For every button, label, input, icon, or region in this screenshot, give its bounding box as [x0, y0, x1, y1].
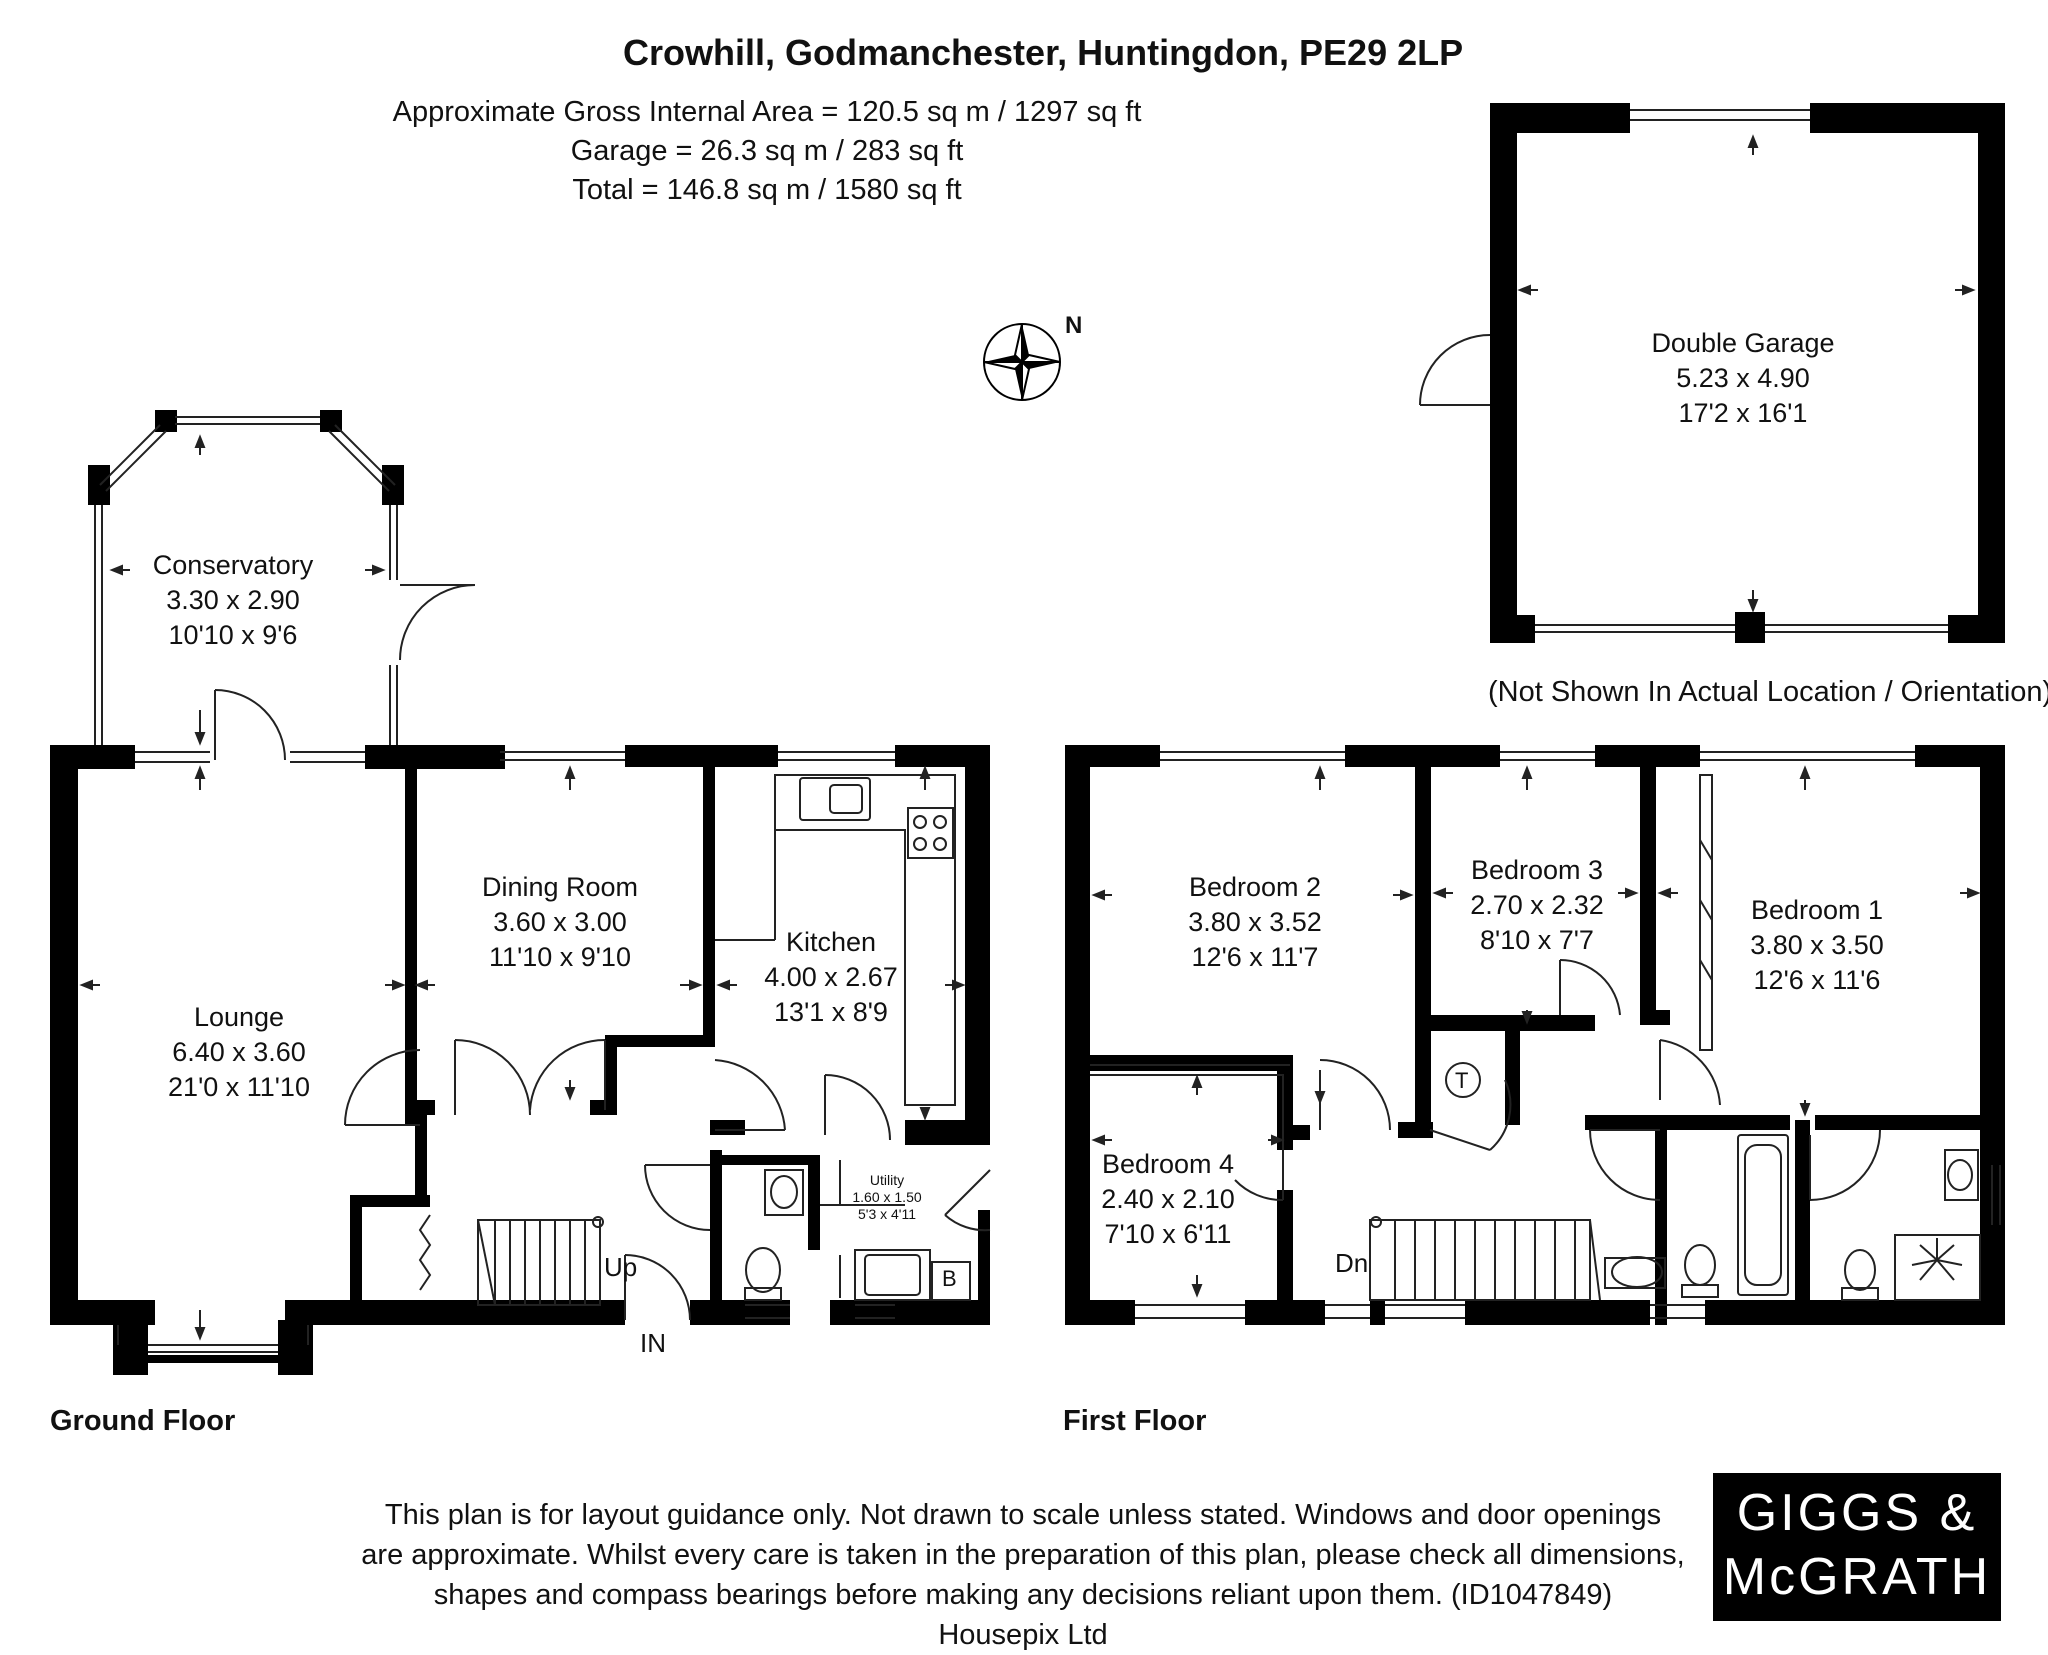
room-metric: 4.00 x 2.67 [764, 962, 898, 992]
room-imperial: 12'6 x 11'6 [1753, 965, 1881, 995]
cylinder-label: T [1455, 1068, 1469, 1093]
compass-north-label: N [1065, 312, 1083, 339]
room-name: Kitchen [785, 927, 877, 957]
room-label-utility: Utility 1.60 x 1.50 5'3 x 4'11 [852, 1172, 921, 1223]
room-metric: 2.40 x 2.10 [1101, 1184, 1235, 1214]
room-imperial: 10'10 x 9'6 [168, 620, 298, 650]
room-label-bedroom-2: Bedroom 2 3.80 x 3.52 12'6 x 11'7 [1188, 870, 1322, 975]
garage-location-note: (Not Shown In Actual Location / Orientat… [1488, 676, 2048, 708]
room-imperial: 11'10 x 9'10 [489, 942, 631, 972]
disclaimer-line-4: Housepix Ltd [938, 1619, 1108, 1651]
room-metric: 1.60 x 1.50 [852, 1189, 922, 1205]
logo-line-1: GIGGS & [1736, 1484, 1978, 1542]
entrance-label: IN [640, 1328, 666, 1358]
gross-area-text: Approximate Gross Internal Area = 120.5 … [392, 96, 1142, 128]
property-address: Crowhill, Godmanchester, Huntingdon, PE2… [623, 32, 1464, 73]
room-metric: 3.80 x 3.52 [1188, 907, 1322, 937]
room-imperial: 7'10 x 6'11 [1104, 1219, 1232, 1249]
room-name: Double Garage [1651, 328, 1835, 358]
room-name: Utility [869, 1172, 905, 1188]
room-imperial: 17'2 x 16'1 [1678, 398, 1808, 428]
first-floor-label: First Floor [1063, 1405, 1207, 1437]
room-metric: 5.23 x 4.90 [1676, 363, 1810, 393]
ground-floor-label: Ground Floor [50, 1405, 236, 1437]
room-name: Conservatory [152, 550, 314, 580]
room-label-kitchen: Kitchen 4.00 x 2.67 13'1 x 8'9 [764, 925, 898, 1030]
stairs-down-label: Dn [1335, 1248, 1369, 1278]
logo-line-2: McGRATH [1722, 1548, 1992, 1606]
room-imperial: 13'1 x 8'9 [774, 997, 888, 1027]
room-name: Bedroom 2 [1188, 872, 1322, 902]
room-label-double-garage: Double Garage 5.23 x 4.90 17'2 x 16'1 [1651, 326, 1834, 431]
garage-area-text: Garage = 26.3 sq m / 283 sq ft [570, 135, 964, 167]
room-name: Bedroom 1 [1750, 895, 1884, 925]
room-metric: 2.70 x 2.32 [1470, 890, 1604, 920]
boiler-label: B [942, 1266, 957, 1291]
room-name: Dining Room [481, 872, 639, 902]
room-label-lounge: Lounge 6.40 x 3.60 21'0 x 11'10 [168, 1000, 310, 1105]
room-imperial: 12'6 x 11'7 [1191, 942, 1319, 972]
room-label-bedroom-3: Bedroom 3 2.70 x 2.32 8'10 x 7'7 [1470, 853, 1604, 958]
disclaimer-line-2: are approximate. Whilst every care is ta… [361, 1539, 1685, 1571]
room-metric: 3.30 x 2.90 [166, 585, 300, 615]
room-metric: 3.60 x 3.00 [493, 907, 627, 937]
stairs-up-label: Up [604, 1252, 638, 1282]
room-label-conservatory: Conservatory 3.30 x 2.90 10'10 x 9'6 [153, 548, 314, 653]
room-imperial: 5'3 x 4'11 [857, 1206, 917, 1222]
disclaimer-line-3: shapes and compass bearings before makin… [433, 1579, 1613, 1611]
room-label-bedroom-1: Bedroom 1 3.80 x 3.50 12'6 x 11'6 [1750, 893, 1884, 998]
room-name: Bedroom 3 [1470, 855, 1604, 885]
room-imperial: 8'10 x 7'7 [1480, 925, 1594, 955]
room-name: Lounge [193, 1002, 285, 1032]
compass-icon [983, 323, 1061, 401]
giggs-mcgrath-logo: GIGGS & McGRATH [1713, 1473, 2001, 1621]
room-name: Bedroom 4 [1101, 1149, 1235, 1179]
room-label-bedroom-4: Bedroom 4 2.40 x 2.10 7'10 x 6'11 [1101, 1147, 1235, 1252]
room-metric: 3.80 x 3.50 [1750, 930, 1884, 960]
room-label-dining-room: Dining Room 3.60 x 3.00 11'10 x 9'10 [482, 870, 638, 975]
total-area-text: Total = 146.8 sq m / 1580 sq ft [572, 174, 962, 206]
room-imperial: 21'0 x 11'10 [168, 1072, 310, 1102]
disclaimer-line-1: This plan is for layout guidance only. N… [384, 1499, 1662, 1531]
room-metric: 6.40 x 3.60 [172, 1037, 306, 1067]
